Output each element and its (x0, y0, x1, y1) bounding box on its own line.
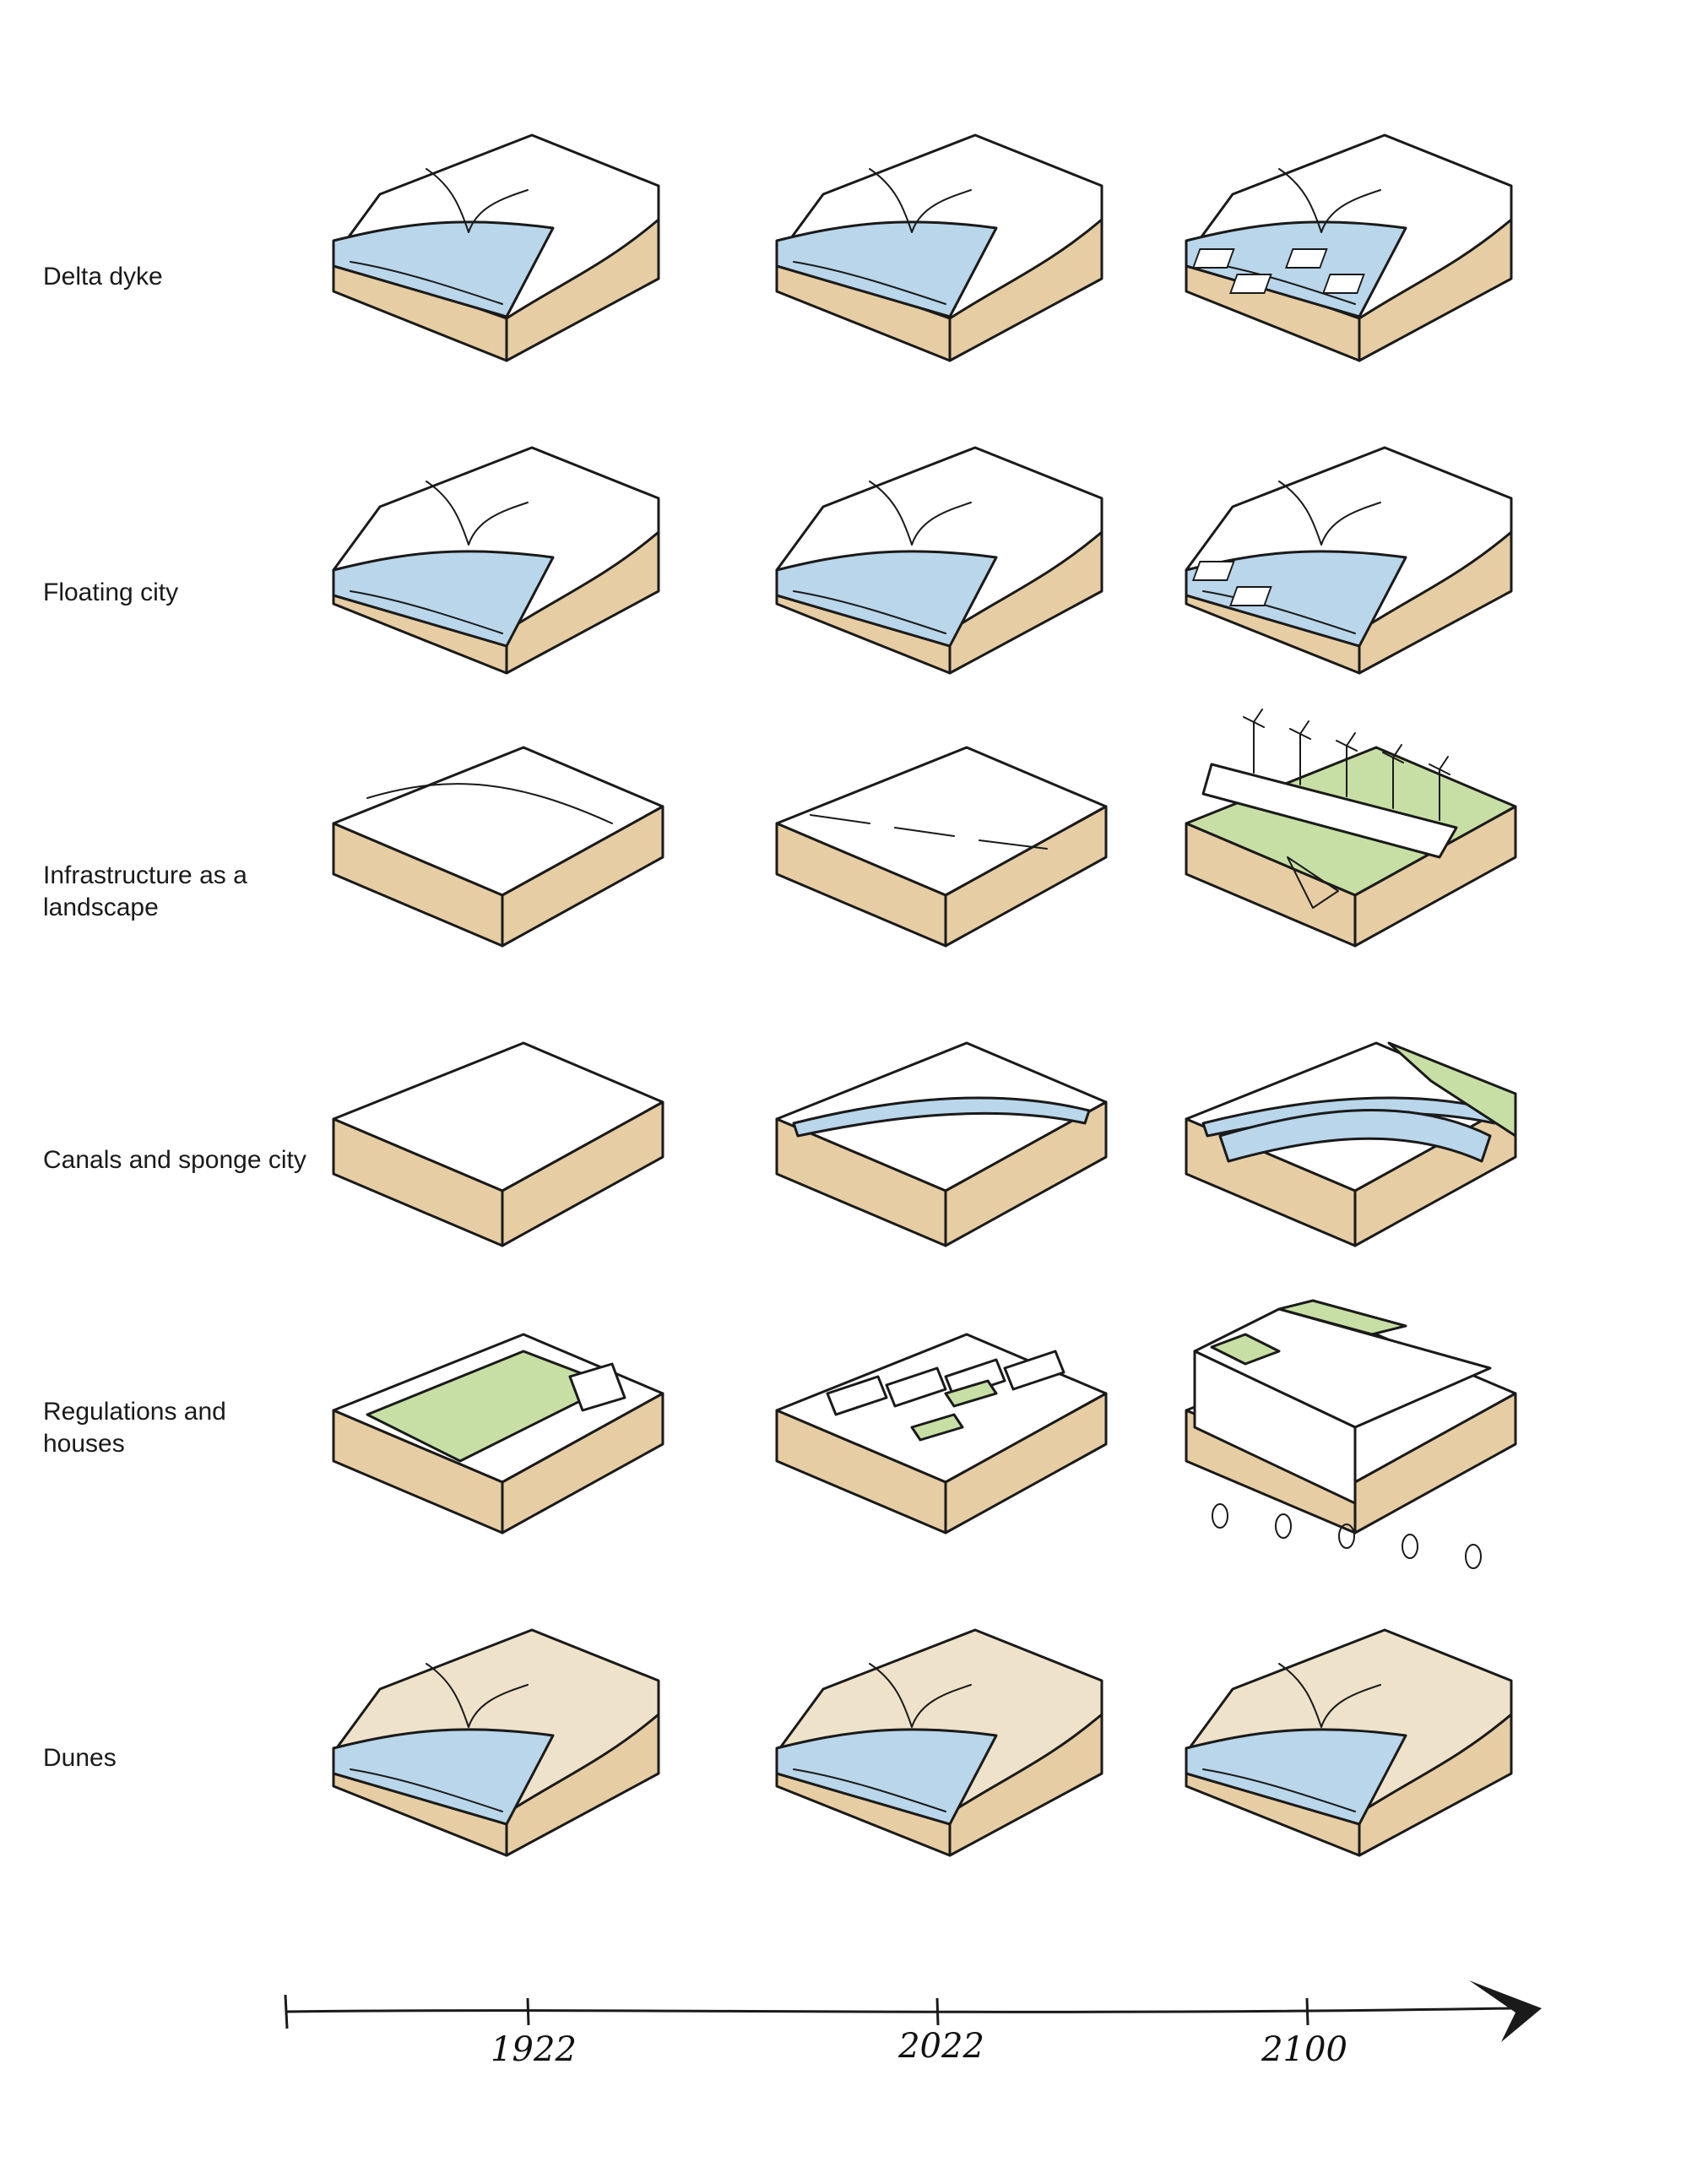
row-label-regulations: Regulations and houses (43, 1398, 226, 1458)
tile-infra-0 (332, 746, 664, 948)
row-label-dunes: Dunes (43, 1744, 117, 1772)
timeline-start-tick (284, 1994, 289, 2029)
tile-canals-1 (775, 1041, 1108, 1247)
tile-dunes-2 (1185, 1628, 1513, 1857)
tile-houses-2 (1185, 1299, 1517, 1569)
tile-dyke-2 (1185, 133, 1513, 362)
row-label-infrastructure: Infrastructure as a landscape (43, 861, 247, 921)
timeline (284, 1980, 1542, 2042)
tile-dunes-0 (332, 1628, 660, 1857)
year-label-2022: 2022 (898, 2027, 984, 2066)
timeline-tick-2100 (1305, 1997, 1309, 2026)
tile-floating-1 (775, 446, 1103, 675)
tile-dunes-1 (775, 1628, 1103, 1857)
tile-infra-2 (1185, 709, 1517, 948)
tile-dyke-0 (332, 133, 660, 362)
year-label-1922: 1922 (491, 2030, 577, 2069)
timeline-tick-2022 (935, 1997, 940, 2026)
timeline-tick-1922 (526, 1997, 530, 2026)
tile-houses-0 (332, 1333, 664, 1535)
tile-infra-1 (775, 746, 1108, 948)
tile-canals-0 (332, 1041, 664, 1247)
tile-canals-2 (1185, 1041, 1517, 1247)
row-label-canals: Canals and sponge city (43, 1146, 306, 1174)
tile-floating-2 (1185, 446, 1513, 675)
year-label-2100: 2100 (1261, 2030, 1347, 2069)
row-label-floating-city: Floating city (43, 579, 179, 606)
tile-dyke-1 (775, 133, 1103, 362)
timeline-axis (285, 2007, 1512, 2013)
row-label-delta-dyke: Delta dyke (43, 263, 163, 291)
tile-floating-0 (332, 446, 660, 675)
sketch-tiles (332, 133, 1517, 1857)
tile-houses-1 (775, 1333, 1108, 1535)
timeline-arrowhead (1469, 1980, 1542, 2042)
